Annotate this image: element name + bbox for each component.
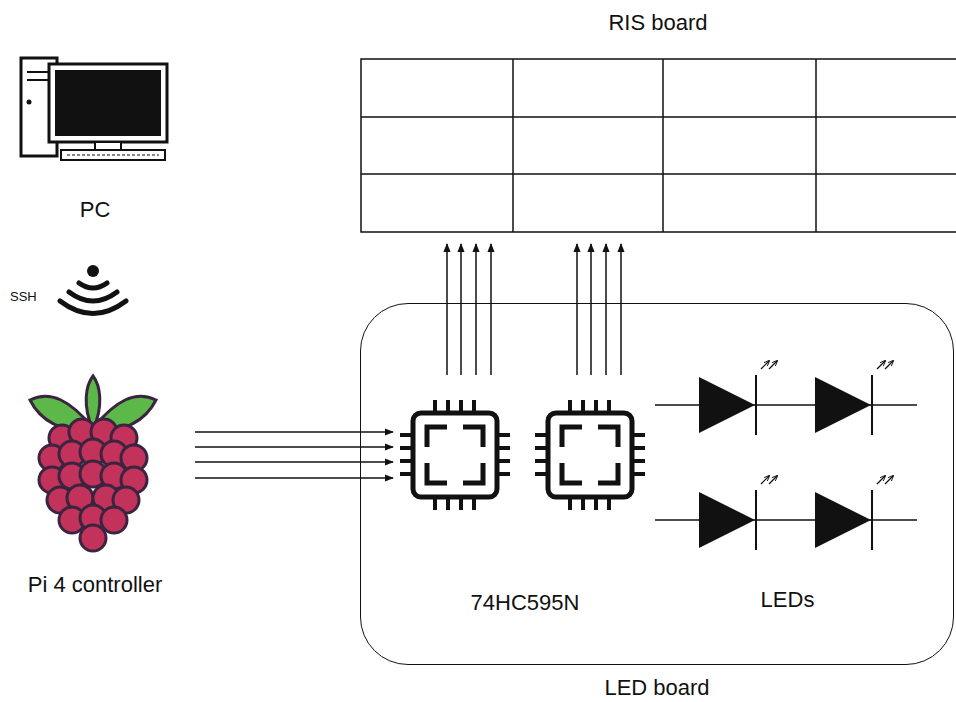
- node-label: Pi 4 controller: [28, 570, 163, 600]
- pi-controller: Pi 4 controller: [10, 370, 180, 632]
- node-label: PC: [15, 195, 175, 225]
- node-label: LED board: [360, 673, 954, 702]
- pc-node: PC: [15, 50, 175, 230]
- shift-register-group: 74HC595N: [395, 375, 655, 620]
- wireless-icon: [55, 262, 131, 324]
- signal-bus: [447, 244, 621, 375]
- signal-bus: [195, 432, 393, 478]
- protocol-label: SSH: [10, 289, 37, 304]
- node-label: 74HC595N: [395, 588, 655, 618]
- node-label: RIS board: [360, 8, 956, 38]
- ris-board: RIS board: [360, 8, 956, 232]
- led-group: LEDs: [655, 340, 920, 620]
- node-label: LEDs: [655, 585, 920, 615]
- led-board: LED board 74HC595NLEDs: [360, 303, 954, 702]
